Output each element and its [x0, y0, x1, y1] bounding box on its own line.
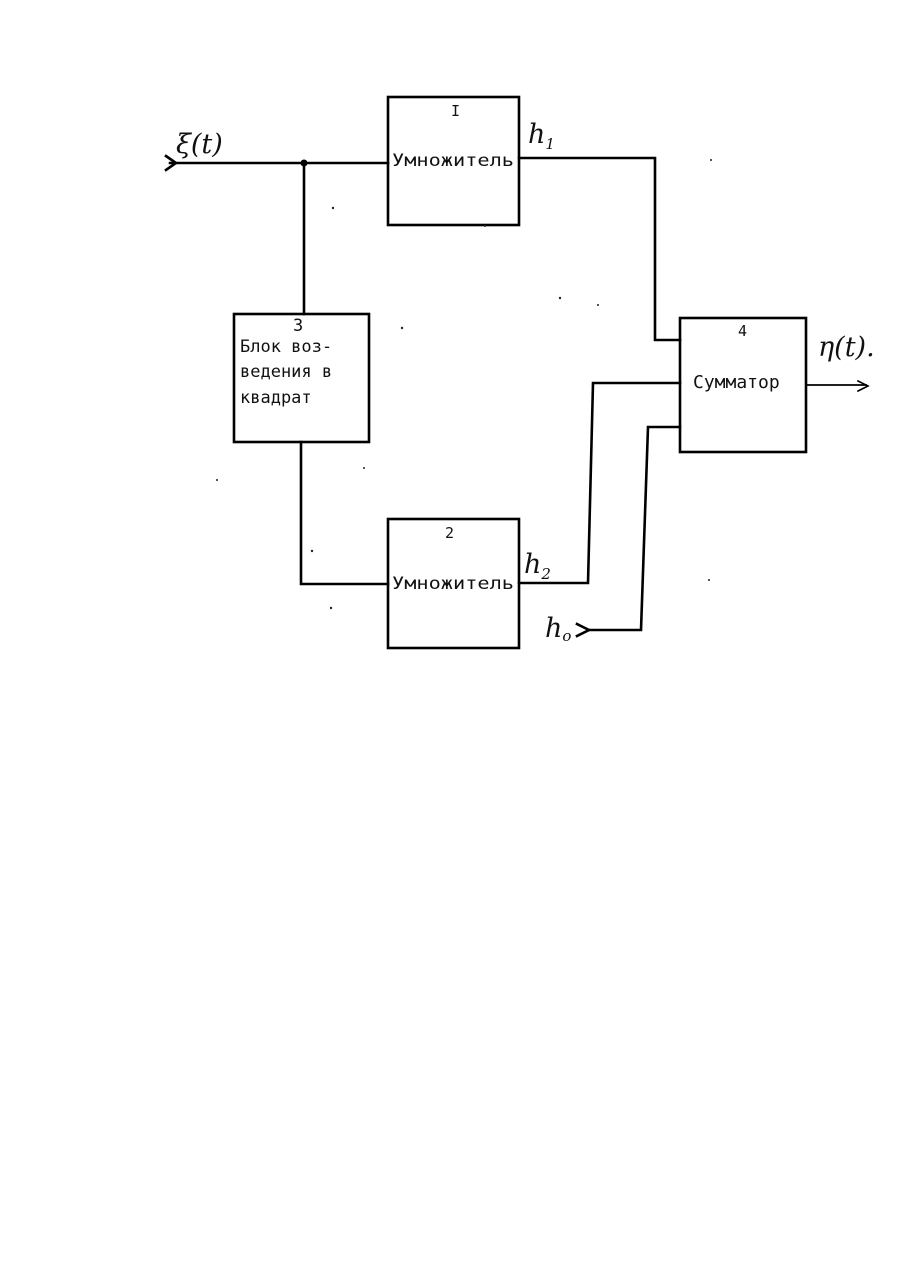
- wire-multiplier1-to-summator: [519, 158, 680, 340]
- h0-label: ho: [545, 613, 571, 645]
- wire-squarer-to-multiplier2: [301, 442, 388, 584]
- squarer-label-line2: ведения в: [240, 362, 332, 382]
- multiplier2-label: Умножитель: [392, 574, 514, 594]
- output-label: η(t).: [818, 332, 875, 363]
- h2-label: h2: [524, 549, 551, 583]
- h1-label: h1: [528, 119, 555, 153]
- h0-arrow-icon: [577, 624, 589, 636]
- multiplier2-number: 2: [445, 524, 454, 542]
- squarer-label-line1: Блок воз-: [240, 337, 332, 357]
- squarer-number: 3: [293, 316, 303, 336]
- wire-multiplier2-to-summator: [519, 383, 680, 583]
- summator-number: 4: [738, 322, 747, 340]
- input-label: ξ(t): [176, 129, 223, 160]
- multiplier1-number: I: [451, 102, 460, 120]
- summator-label: Сумматор: [693, 372, 780, 393]
- output-arrow-icon: [858, 381, 868, 391]
- multiplier1-label: Умножитель: [392, 151, 514, 171]
- wire-h0-to-summator: [588, 427, 680, 630]
- squarer-label-line3: квадрат: [240, 388, 312, 408]
